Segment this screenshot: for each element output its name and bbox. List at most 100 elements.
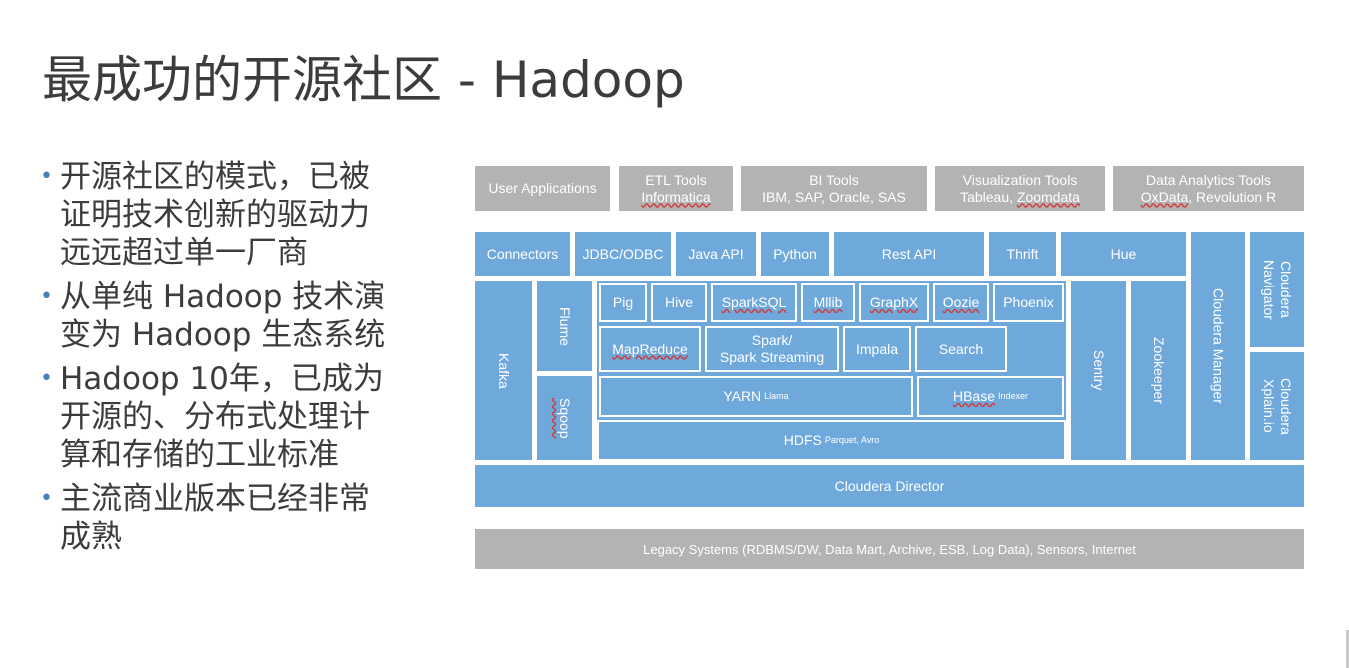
cloudera-navigator-label: Cloudera Navigator	[1261, 259, 1294, 320]
java-api-box: Java API	[676, 232, 756, 276]
corner-divider	[1346, 630, 1349, 668]
bullet-dot-icon: •	[40, 486, 53, 511]
bullet-dot-icon: •	[40, 164, 53, 189]
oozie-label: Oozie	[942, 294, 980, 310]
bullet-line: 开源社区的模式，已被	[60, 159, 370, 195]
impala-label: Impala	[855, 340, 899, 357]
search-label: Search	[938, 340, 984, 357]
hue-box: Hue	[1061, 232, 1186, 276]
user-applications-box: User Applications	[475, 166, 610, 211]
bullet-item: • 从单纯 Hadoop 技术演 变为 Hadoop 生态系统	[36, 278, 436, 354]
bullet-dot-icon: •	[40, 366, 53, 391]
bullet-line: 主流商业版本已经非常	[60, 481, 370, 517]
jdbc-odbc-box: JDBC/ODBC	[575, 232, 671, 276]
hdfs-label: HDFS	[783, 432, 822, 448]
cloudera-xplain-box: Cloudera Xplain.io	[1250, 352, 1304, 460]
pig-box: Pig	[599, 283, 647, 322]
etl-tools-label: ETL Tools	[645, 171, 707, 188]
page-title: 最成功的开源社区 - Hadoop	[42, 51, 685, 109]
zookeeper-box: Zookeeper	[1131, 281, 1186, 460]
mapreduce-box: MapReduce	[599, 326, 701, 372]
hue-label: Hue	[1110, 245, 1137, 262]
oxdata-label: OxData	[1140, 188, 1189, 205]
graphx-label: GraphX	[869, 294, 919, 310]
zookeeper-label: Zookeeper	[1151, 337, 1167, 404]
hive-box: Hive	[651, 283, 707, 322]
llama-label: Llama	[764, 391, 789, 401]
spark-streaming-label: Spark Streaming	[719, 349, 825, 365]
zoomdata-label: Zoomdata	[1016, 188, 1080, 205]
sqoop-label: Sqoop	[557, 397, 573, 439]
bullet-line: Hadoop 10年，已成为	[60, 361, 384, 397]
bullet-line: 成熟	[60, 519, 122, 555]
visualization-tools-box: Visualization Tools Tableau, Zoomdata	[935, 166, 1105, 211]
cloudera-director-label: Cloudera Director	[834, 477, 945, 494]
thrift-box: Thrift	[989, 232, 1056, 276]
graphx-box: GraphX	[859, 283, 929, 322]
flume-box: Flume	[537, 281, 592, 371]
hdfs-formats-label: Parquet, Avro	[824, 435, 880, 445]
bi-tools-label: BI Tools	[809, 171, 859, 188]
bullet-line: 变为 Hadoop 生态系统	[60, 317, 386, 353]
bullet-line: 算和存储的工业标准	[60, 437, 339, 473]
hive-label: Hive	[664, 294, 693, 310]
user-applications-label: User Applications	[488, 180, 597, 196]
cloudera-xplain-label: Cloudera Xplain.io	[1261, 377, 1294, 435]
rest-api-label: Rest API	[881, 245, 937, 262]
kafka-box: Kafka	[475, 281, 532, 460]
etl-tools-box: ETL Tools Informatica	[619, 166, 733, 211]
cloudera-manager-box: Cloudera Manager	[1191, 232, 1245, 460]
thrift-label: Thrift	[1006, 245, 1039, 262]
sentry-box: Sentry	[1071, 281, 1126, 460]
search-box: Search	[915, 326, 1007, 372]
bullet-dot-icon: •	[40, 284, 53, 309]
cloudera-manager-label: Cloudera Manager	[1210, 288, 1227, 404]
python-box: Python	[761, 232, 829, 276]
data-analytics-tools-box: Data Analytics Tools OxData, Revolution …	[1113, 166, 1304, 211]
data-analytics-vendors-label: OxData, Revolution R	[1141, 189, 1276, 206]
revolution-r-label: , Revolution R	[1188, 188, 1277, 205]
legacy-systems-box: Legacy Systems (RDBMS/DW, Data Mart, Arc…	[475, 529, 1304, 569]
rest-api-box: Rest API	[834, 232, 984, 276]
cloudera-navigator-box: Cloudera Navigator	[1250, 232, 1304, 347]
bullet-line: 证明技术创新的驱动力	[60, 197, 370, 233]
mllib-box: Mllib	[801, 283, 855, 322]
python-label: Python	[773, 245, 817, 262]
bi-tools-box: BI Tools IBM, SAP, Oracle, SAS	[741, 166, 927, 211]
hbase-label: HBase	[952, 388, 995, 404]
sparksql-box: SparkSQL	[711, 283, 797, 322]
informatica-label: Informatica	[641, 188, 711, 205]
phoenix-label: Phoenix	[1003, 294, 1054, 310]
phoenix-box: Phoenix	[993, 283, 1064, 322]
cloudera-director-box: Cloudera Director	[475, 465, 1304, 507]
spark-box: Spark/ Spark Streaming	[705, 326, 839, 372]
sparksql-label: SparkSQL	[721, 294, 787, 310]
spark-label: Spark/	[751, 332, 793, 348]
kafka-label: Kafka	[496, 352, 512, 389]
mllib-label: Mllib	[813, 294, 843, 310]
connectors-box: Connectors	[475, 232, 570, 276]
sentry-label: Sentry	[1091, 350, 1107, 391]
bullet-line: 远远超过单一厂商	[60, 235, 308, 271]
connectors-label: Connectors	[486, 245, 559, 262]
bullet-item: • Hadoop 10年，已成为 开源的、分布式处理计 算和存储的工业标准	[36, 360, 436, 474]
bullet-line: 从单纯 Hadoop 技术演	[60, 279, 386, 315]
jdbc-odbc-label: JDBC/ODBC	[582, 245, 664, 262]
bullet-item: • 主流商业版本已经非常 成熟	[36, 480, 436, 556]
legacy-systems-label: Legacy Systems (RDBMS/DW, Data Mart, Arc…	[643, 541, 1136, 557]
bi-vendors-label: IBM, SAP, Oracle, SAS	[762, 188, 906, 205]
data-analytics-tools-label: Data Analytics Tools	[1145, 171, 1272, 188]
impala-box: Impala	[843, 326, 911, 372]
flume-label: Flume	[557, 306, 573, 346]
mapreduce-label: MapReduce	[612, 340, 688, 357]
visualization-vendors-label: Tableau, Zoomdata	[960, 189, 1080, 206]
java-api-label: Java API	[688, 245, 744, 262]
tableau-label: Tableau,	[960, 188, 1017, 205]
bullet-item: • 开源社区的模式，已被 证明技术创新的驱动力 远远超过单一厂商	[36, 158, 436, 272]
pig-label: Pig	[612, 294, 634, 310]
indexer-label: Indexer	[998, 391, 1029, 401]
